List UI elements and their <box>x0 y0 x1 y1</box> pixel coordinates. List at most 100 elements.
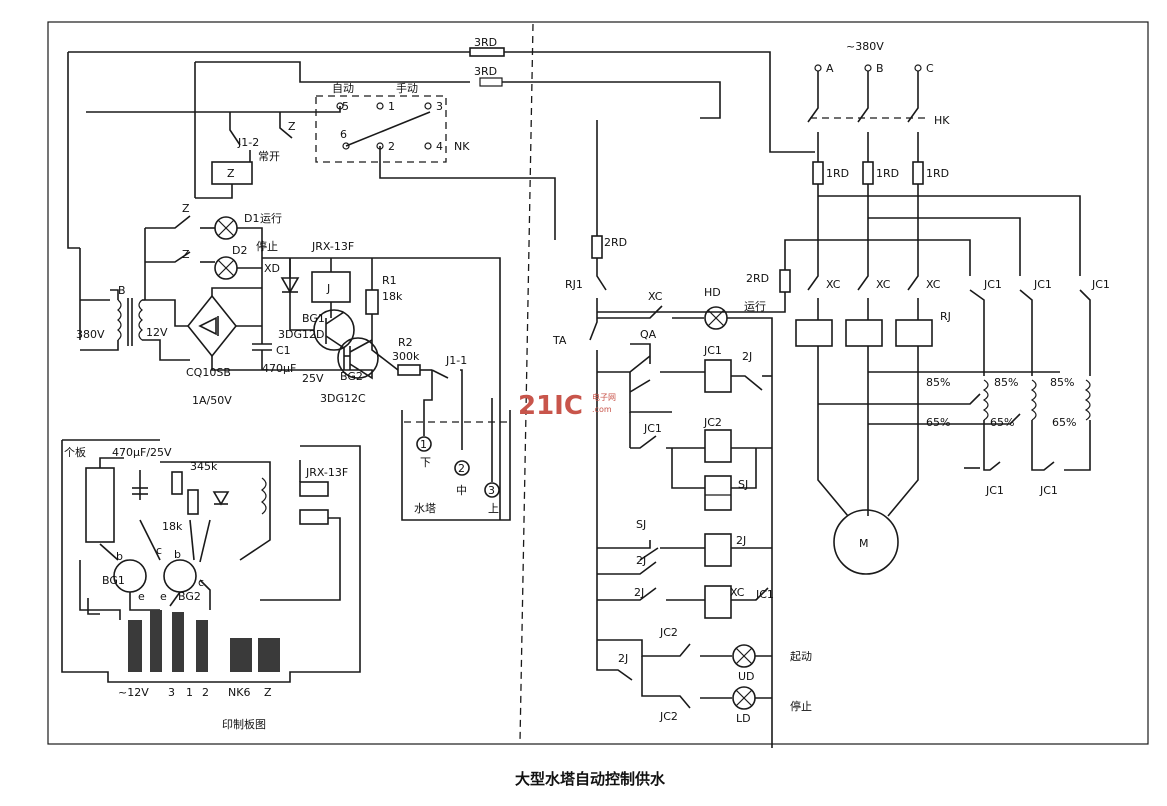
watermark-brand: 21IC <box>518 391 583 421</box>
jc1-contact-label: JC1 <box>643 422 662 435</box>
pcb-term-12v: ~12V <box>118 686 149 699</box>
probe-2: 2 <box>458 462 465 475</box>
tank-label: 水塔 <box>414 502 436 515</box>
jc-bottom-a: JC1 <box>985 484 1004 497</box>
hd-text: 运行 <box>744 300 766 313</box>
tap-85-a: 85% <box>926 376 950 389</box>
j-coil-label: J <box>326 282 330 295</box>
jc-top-a: JC1 <box>983 278 1002 291</box>
ta-label: TA <box>552 334 567 347</box>
sj-coil-label: SJ <box>738 478 748 491</box>
r2-value: 300k <box>392 350 420 363</box>
r1-label: R1 <box>382 274 397 287</box>
nk-contact-2: 2 <box>388 140 395 153</box>
pcb-r2-text: 18k <box>162 520 183 533</box>
jc2-contact-label-a: JC2 <box>659 626 678 639</box>
probe-3: 3 <box>488 484 495 497</box>
2j-contact-label-d: 2J <box>618 652 628 665</box>
nk-contact-5: 5 <box>342 100 349 113</box>
pcb-term-1: 1 <box>186 686 193 699</box>
reed-relay-label: JRX-13F <box>311 240 354 253</box>
pcb-relay: JRX-13F <box>305 466 348 479</box>
probe-1-label: 下 <box>420 456 431 469</box>
pcb-pin-b2: b <box>174 548 181 561</box>
pcb-layout <box>61 439 361 683</box>
motor-label: M <box>859 537 869 550</box>
xc-main-b: XC <box>876 278 891 291</box>
sj-contact-label: SJ <box>636 518 646 531</box>
tap-65-a: 65% <box>926 416 950 429</box>
nk-name: NK <box>454 140 470 153</box>
pcb-term-nk6: NK6 <box>228 686 250 699</box>
pcb-cap-text: 470μF/25V <box>112 446 172 459</box>
c1-label: C1 <box>276 344 291 357</box>
d2-label: D2 <box>232 244 247 257</box>
pcb-pin-b1: b <box>116 550 123 563</box>
watermark-domain: .com <box>592 405 612 414</box>
z-label-d1: Z <box>182 202 190 215</box>
water-tank <box>401 398 511 521</box>
transformer-b <box>79 248 190 361</box>
hold-contact-label: J1-2 <box>237 136 259 149</box>
hk-label: HK <box>934 114 950 127</box>
transformer-label: B <box>118 284 126 297</box>
reed-relay-section <box>262 257 501 520</box>
tap-85-b: 85% <box>994 376 1018 389</box>
nk-contact-6: 6 <box>340 128 347 141</box>
fuse-1rd-c: 1RD <box>926 167 949 180</box>
indicator-lamps <box>144 215 263 300</box>
capacitor-c1 <box>252 276 272 370</box>
r2-label: R2 <box>398 336 413 349</box>
transformer-primary: 380V <box>76 328 105 341</box>
rectifier-bridge <box>145 287 318 371</box>
bg1-label: BG1 <box>302 312 325 325</box>
2j-coil-label: 2J <box>736 534 746 547</box>
j1-1-label: J1-1 <box>445 354 467 367</box>
pcb-term-3: 3 <box>168 686 175 699</box>
jc1-coil-label: JC1 <box>703 344 722 357</box>
ld-text: 停止 <box>790 699 812 713</box>
frame <box>47 21 1149 745</box>
bridge-rating: 1A/50V <box>192 394 232 407</box>
pcb-pin-c2: c <box>198 576 204 589</box>
fuse-3rd-label-a: 3RD <box>474 36 497 49</box>
fuse-2rd-label: 2RD <box>604 236 627 249</box>
2j-contact-label-b: 2J <box>636 554 646 567</box>
power-circuit <box>597 64 1091 575</box>
nk-contact-3: 3 <box>436 100 443 113</box>
nk-manual-label: 手动 <box>396 81 418 95</box>
probe-1: 1 <box>420 438 427 451</box>
d1-text: 运行 <box>260 212 282 225</box>
xc-main-a: XC <box>826 278 841 291</box>
pcb-pin-e1: e <box>138 590 145 603</box>
pcb-pin-e2: e <box>160 590 167 603</box>
d1-label: D1 <box>244 212 259 225</box>
phase-a: A <box>826 62 834 75</box>
xc-main-c: XC <box>926 278 941 291</box>
hd-label: HD <box>704 286 721 299</box>
jc-top-c: JC1 <box>1091 278 1110 291</box>
z-label-top: Z <box>288 120 296 133</box>
ld-label: LD <box>736 712 751 725</box>
bridge-label: CQ10SB <box>186 366 231 379</box>
watermark: 21IC 电子网 .com <box>518 391 616 421</box>
d2-text: 停止 <box>256 239 278 253</box>
selector-switch-nk <box>86 95 556 240</box>
tap-85-c: 85% <box>1050 376 1074 389</box>
xd-label: XD <box>264 262 280 275</box>
pcb-pin-c1: c <box>156 544 162 557</box>
ud-label: UD <box>738 670 755 683</box>
qa-label: QA <box>640 328 657 341</box>
c1-value: 470μF <box>262 362 296 375</box>
phase-b: B <box>876 62 884 75</box>
nk-contact-4: 4 <box>436 140 443 153</box>
fuse-2rd-right: 2RD <box>746 272 769 285</box>
bg2-label: BG2 <box>340 370 363 383</box>
transformer-secondary: 12V <box>146 326 168 339</box>
rj-label: RJ <box>940 310 951 323</box>
jc2-contact-label-b: JC2 <box>659 710 678 723</box>
pcb-bg1: BG1 <box>102 574 125 587</box>
z-coil-label: Z <box>227 167 235 180</box>
r1-value: 18k <box>382 290 403 303</box>
nk-auto-label: 自动 <box>332 82 354 95</box>
